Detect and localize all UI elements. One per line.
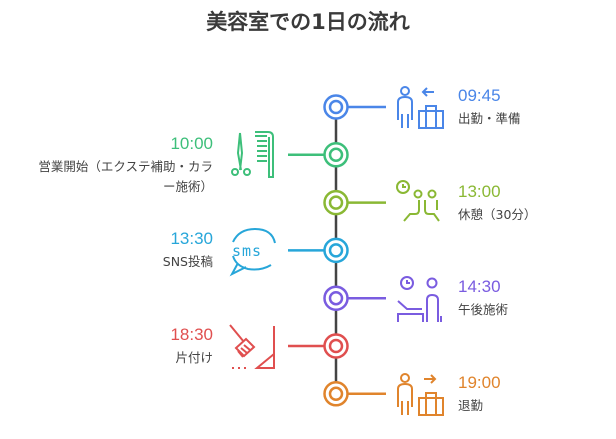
scissors-comb-icon bbox=[231, 131, 274, 178]
timeline-node bbox=[328, 338, 344, 354]
timeline-node bbox=[323, 94, 349, 120]
event-label-line: ー施術） bbox=[162, 178, 213, 194]
sms-bubble-icon: sms bbox=[229, 227, 276, 277]
event-time: 18:30 bbox=[170, 325, 213, 344]
event-time: 13:00 bbox=[458, 181, 501, 201]
timeline-node bbox=[323, 237, 349, 264]
event-label: 退勤 bbox=[458, 397, 484, 413]
timeline-node bbox=[328, 147, 344, 163]
event-time: 13:30 bbox=[170, 229, 213, 249]
timeline-node bbox=[323, 189, 349, 216]
event-label-line: 営業開始（エクステ補助・カラ bbox=[38, 158, 213, 174]
leave-person-bag-icon bbox=[397, 373, 444, 416]
timeline-node bbox=[328, 99, 344, 115]
event-label: 休憩（30分） bbox=[458, 206, 537, 222]
event-label: SNS投稿 bbox=[162, 254, 213, 270]
broom-dustpan-icon bbox=[229, 324, 275, 369]
timeline-node bbox=[328, 243, 344, 258]
svg-text:sms: sms bbox=[232, 242, 262, 260]
arrive-person-bag-icon bbox=[397, 86, 444, 129]
event-time: 14:30 bbox=[458, 277, 501, 297]
page-title: 美容室での1日の流れ bbox=[206, 10, 410, 34]
timeline-node bbox=[328, 290, 344, 306]
event-time: 19:00 bbox=[458, 372, 501, 392]
timeline-node bbox=[323, 285, 349, 311]
timeline-node bbox=[328, 386, 344, 402]
event-label: 出勤・準備 bbox=[458, 111, 521, 126]
timeline-node bbox=[323, 333, 349, 359]
event-label: 営業開始（エクステ補助・カラー施術） bbox=[38, 157, 213, 197]
event-time: 09:45 bbox=[458, 86, 501, 105]
break-clock-people-icon bbox=[396, 180, 440, 222]
timeline-node bbox=[328, 195, 344, 210]
event-label: 片付け bbox=[175, 350, 213, 365]
timeline-node bbox=[323, 381, 349, 407]
event-time: 10:00 bbox=[170, 133, 213, 153]
timeline-node bbox=[323, 142, 349, 168]
treatment-clock-person-icon bbox=[397, 276, 442, 322]
event-label: 午後施術 bbox=[458, 302, 509, 318]
